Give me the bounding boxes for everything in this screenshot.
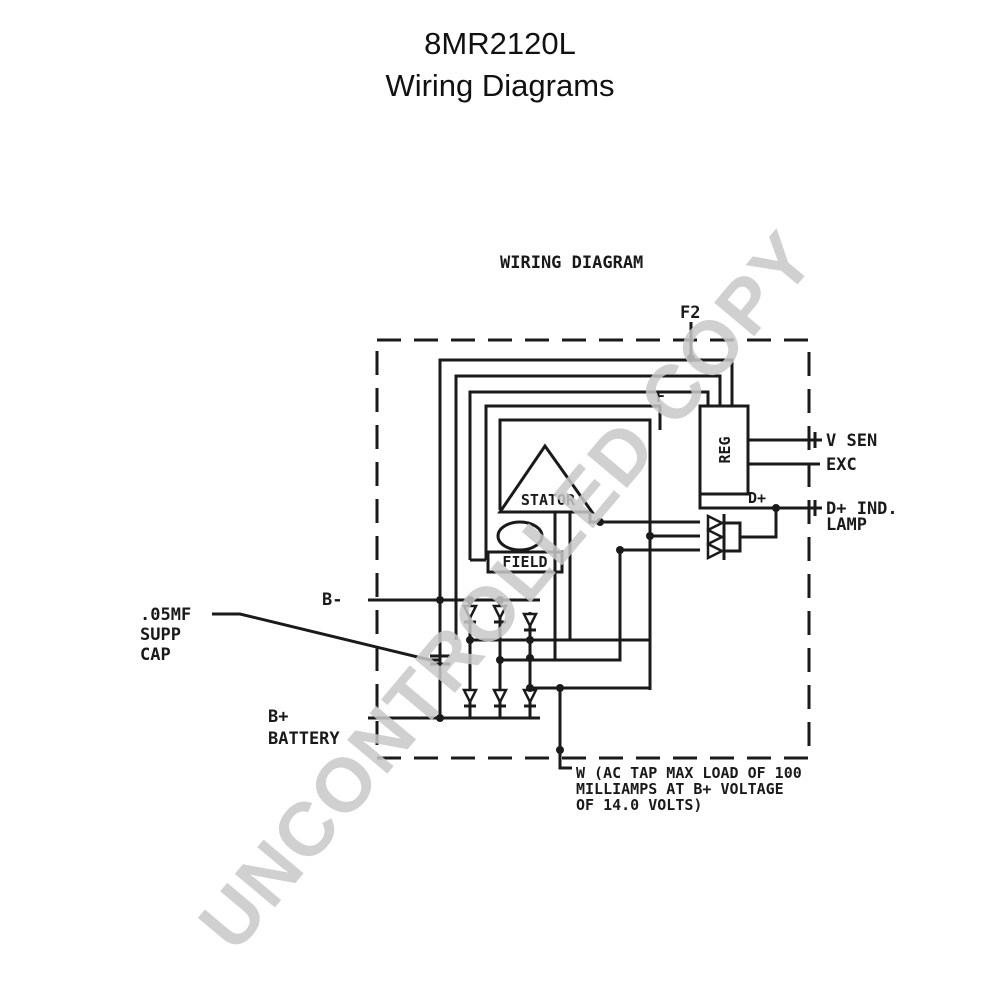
field-coil-symbol (496, 520, 544, 552)
winding-loops (438, 358, 734, 718)
field-label: FIELD (502, 553, 547, 571)
phase-leads (553, 512, 700, 662)
regulator-box (698, 404, 750, 496)
d-plus-lead (698, 494, 822, 510)
suppression-capacitor (212, 612, 450, 666)
cap-label-line-2: SUPP (140, 625, 181, 645)
alternator-housing (375, 338, 811, 760)
stator-label: STATOR (521, 491, 576, 509)
terminal-d-plus-ind-label: D+ IND. (826, 499, 898, 519)
watermark: UNCONTROLLED COPY (183, 216, 832, 966)
terminal-lamp-label: LAMP (826, 515, 867, 535)
terminal-f2-label: F2 (680, 303, 700, 323)
terminal-b-plus-label: B+ (268, 707, 288, 727)
cap-label-line-1: .05MF (140, 605, 191, 625)
terminal-exc-label: EXC (826, 455, 857, 475)
diagram-heading: WIRING DIAGRAM (500, 253, 643, 273)
w-terminal-lead (558, 688, 572, 770)
w-note-line-2: MILLIAMPS AT B+ VOLTAGE (576, 780, 784, 798)
d-plus-diode-bank (706, 508, 778, 561)
model-title: 8MR2120L (424, 26, 576, 61)
d-plus-inner-label: D+ (748, 489, 766, 507)
field-box (486, 550, 564, 574)
terminal-v-sen-label: V SEN (826, 431, 877, 451)
stator-delta (497, 443, 595, 514)
cap-label-line-3: CAP (140, 645, 171, 665)
w-note-line-3: OF 14.0 VOLTS) (576, 796, 702, 814)
w-note-line-1: W (AC TAP MAX LOAD OF 100 (576, 764, 802, 782)
positive-diode-bank (461, 684, 652, 708)
page-subtitle: Wiring Diagrams (385, 68, 615, 103)
field-marker-label: F (656, 388, 665, 406)
terminal-battery-label: BATTERY (268, 729, 340, 749)
terminal-b-minus-label: B- (322, 590, 342, 610)
regulator-label: REG (716, 436, 734, 463)
